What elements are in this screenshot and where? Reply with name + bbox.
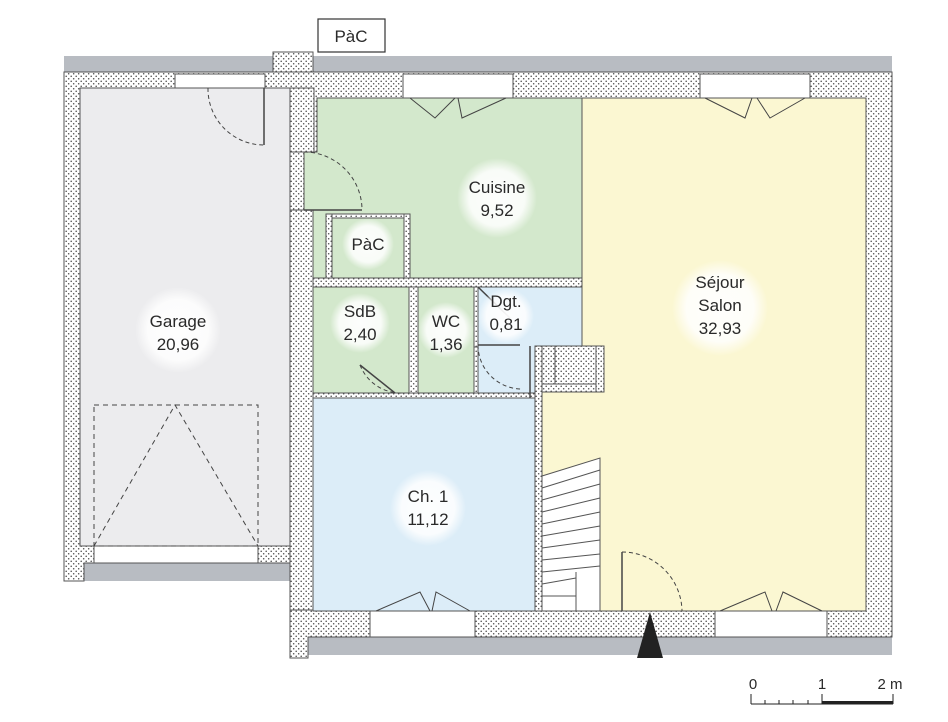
sdb-area: 2,40: [343, 325, 376, 344]
staircase: [541, 457, 601, 612]
windows: [93, 73, 828, 638]
chambre1-name: Ch. 1: [408, 487, 449, 506]
sejour-name: Séjour: [695, 273, 744, 292]
doors: [207, 87, 683, 612]
scale-label-0: 0: [749, 676, 757, 693]
scale-bar: 0 1 2 m: [749, 676, 903, 705]
sejour-area: 32,93: [699, 319, 742, 338]
pac-outdoor-unit: [272, 51, 314, 73]
room-label-sejour: Séjour Salon 32,93: [672, 260, 768, 356]
cuisine-area: 9,52: [480, 201, 513, 220]
pac-name: PàC: [351, 235, 384, 254]
pac-outdoor-label-box: [317, 18, 386, 53]
scale-label-1: 1: [818, 676, 826, 693]
interior-walls: [289, 87, 605, 612]
room-label-cuisine: Cuisine 9,52: [457, 158, 537, 238]
sdb-name: SdB: [344, 302, 376, 321]
wc-name: WC: [432, 312, 460, 331]
chambre1-area: 11,12: [407, 510, 448, 529]
scale-label-2m: 2 m: [877, 676, 902, 693]
garage-area: 20,96: [157, 335, 200, 354]
wc-area: 1,36: [429, 335, 462, 354]
entrance-arrow-icon: [637, 612, 663, 658]
garage-door-outline: [93, 404, 259, 547]
salon-name: Salon: [698, 296, 741, 315]
pac-outdoor-label: PàC: [334, 27, 367, 46]
room-label-wc: WC 1,36: [418, 302, 474, 358]
window-swings: [375, 97, 823, 612]
cuisine-name: Cuisine: [469, 178, 526, 197]
room-label-chambre1: Ch. 1 11,12: [390, 470, 466, 546]
dgt-area: 0,81: [489, 315, 522, 334]
room-label-dgt: Dgt. 0,81: [478, 288, 534, 344]
room-label-sdb: SdB 2,40: [330, 293, 390, 353]
ground-bands: [64, 56, 892, 655]
dgt-name: Dgt.: [490, 292, 521, 311]
room-label-pac: PàC: [342, 218, 394, 270]
room-label-garage: Garage 20,96: [135, 287, 221, 373]
garage-name: Garage: [150, 312, 207, 331]
